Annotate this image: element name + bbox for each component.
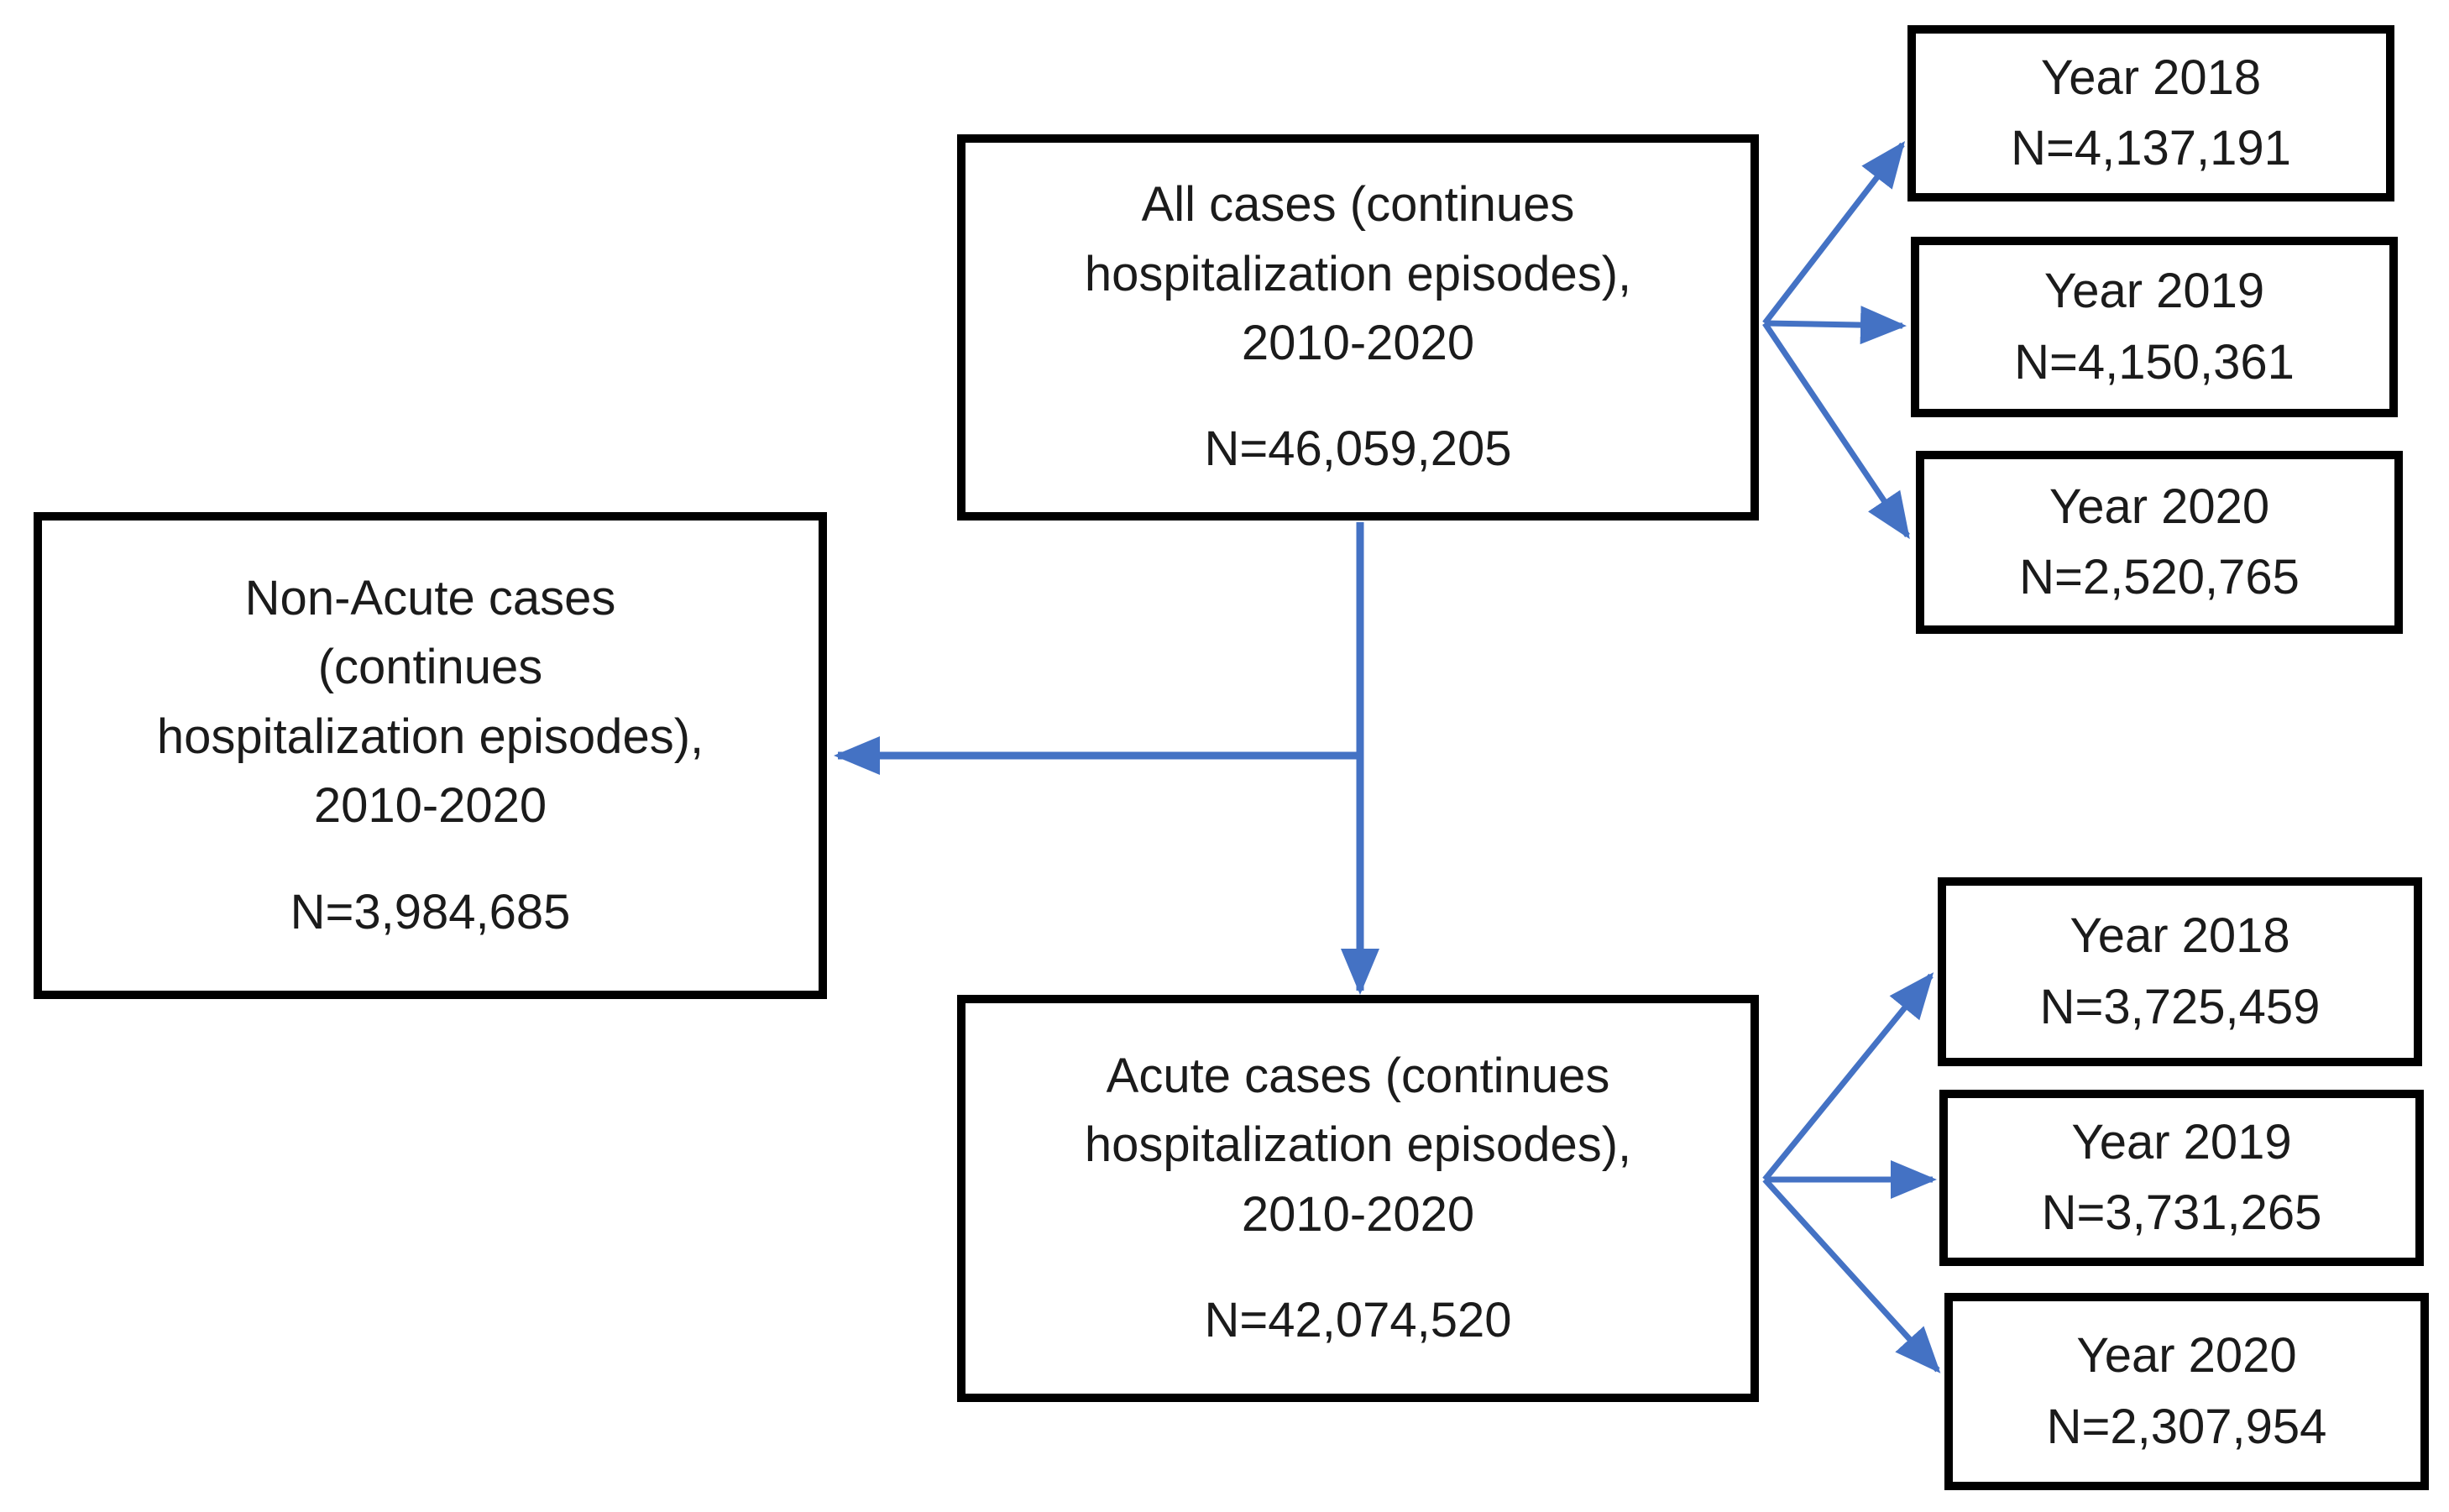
year-n-value: N=4,137,191 <box>2011 121 2291 175</box>
year-label: Year 2019 <box>2043 264 2265 319</box>
all-cases-box: All cases (continues hospitalization epi… <box>957 134 1759 521</box>
year-n-value: N=3,731,265 <box>2041 1185 2322 1240</box>
all-cases-n-value: N=46,059,205 <box>1204 421 1512 477</box>
acute-cases-year-2020-box: Year 2020 N=2,307,954 <box>1944 1293 2429 1490</box>
arrow-all-to-year-2019 <box>1764 306 1907 345</box>
year-label: Year 2020 <box>2049 479 2270 534</box>
acute-cases-year-2019-box: Year 2019 N=3,731,265 <box>1939 1090 2424 1266</box>
non-acute-cases-box: Non-Acute cases (continues hospitalizati… <box>34 512 827 999</box>
arrow-acute-to-year-2018 <box>1762 972 1934 1182</box>
all-cases-line: All cases (continues <box>1141 177 1575 233</box>
acute-cases-line: Acute cases (continues <box>1106 1048 1610 1103</box>
all-cases-line: hospitalization episodes), <box>1084 246 1632 301</box>
year-label: Year 2018 <box>2040 50 2262 105</box>
non-acute-cases-line: Non-Acute cases <box>244 571 616 626</box>
all-cases-line: 2010-2020 <box>1241 316 1475 370</box>
non-acute-cases-n-value: N=3,984,685 <box>290 884 571 939</box>
year-label: Year 2018 <box>2070 908 2290 964</box>
year-n-value: N=4,150,361 <box>2014 334 2295 390</box>
year-label: Year 2019 <box>2071 1114 2292 1169</box>
non-acute-cases-line: hospitalization episodes), <box>156 709 704 764</box>
year-n-value: N=3,725,459 <box>2039 979 2321 1034</box>
arrow-all-to-year-2018 <box>1762 141 1906 326</box>
non-acute-cases-line: 2010-2020 <box>313 778 547 834</box>
all-cases-year-2019-box: Year 2019 N=4,150,361 <box>1911 237 2398 417</box>
year-n-value: N=2,520,765 <box>2019 550 2300 604</box>
all-cases-year-2018-box: Year 2018 N=4,137,191 <box>1907 25 2394 201</box>
acute-cases-line: 2010-2020 <box>1241 1186 1475 1242</box>
acute-cases-n-value: N=42,074,520 <box>1204 1292 1512 1347</box>
acute-cases-year-2018-box: Year 2018 N=3,725,459 <box>1938 877 2422 1066</box>
year-label: Year 2020 <box>2076 1328 2297 1384</box>
all-cases-year-2020-box: Year 2020 N=2,520,765 <box>1916 451 2403 634</box>
arrow-acute-to-year-2020 <box>1762 1177 1941 1373</box>
arrow-all-to-year-2020 <box>1762 322 1910 540</box>
acute-cases-line: hospitalization episodes), <box>1084 1117 1632 1173</box>
non-acute-cases-line: (continues <box>317 640 543 695</box>
year-n-value: N=2,307,954 <box>2046 1399 2327 1454</box>
acute-cases-box: Acute cases (continues hospitalization e… <box>957 995 1759 1402</box>
